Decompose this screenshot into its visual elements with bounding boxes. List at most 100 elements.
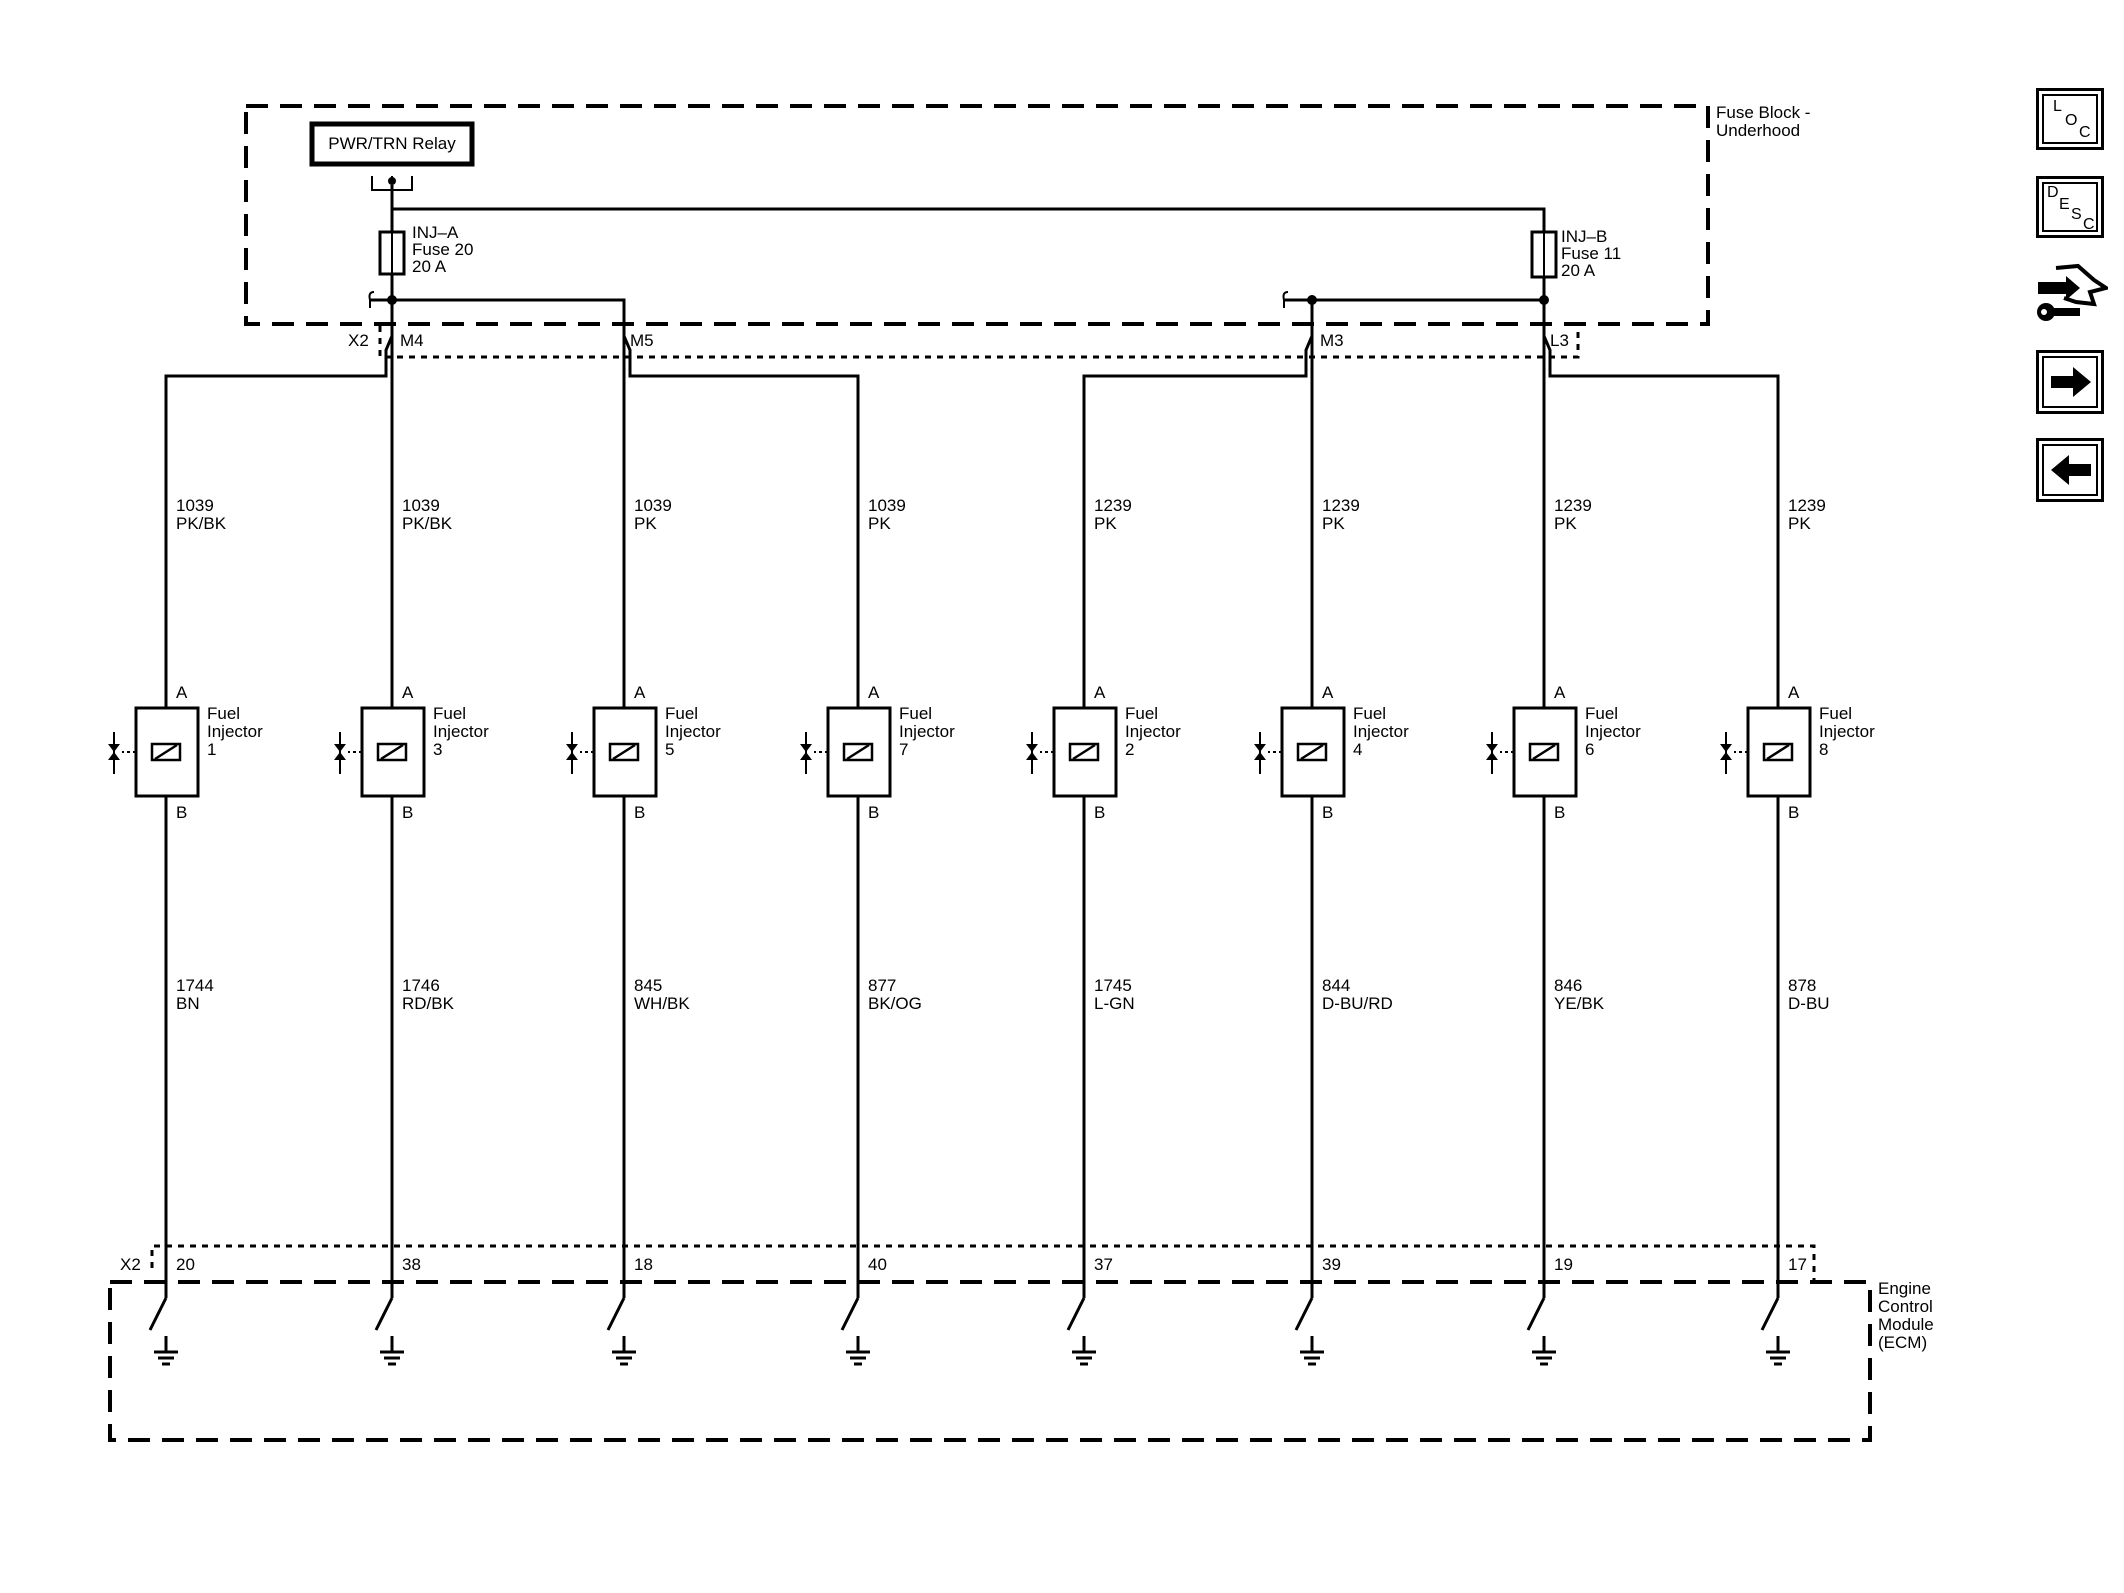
ecm-pin-3: 38 — [402, 1255, 421, 1274]
pin-b-4: B — [1322, 803, 1333, 822]
relay-terminal-dot — [388, 177, 396, 185]
loc-letter-c: C — [2079, 124, 2091, 141]
pin-a-1: A — [176, 683, 188, 702]
injector-8-valve-arrow-up — [1720, 752, 1732, 760]
feed-color-2: PK — [1094, 514, 1117, 533]
control-circuit-4: 844 — [1322, 976, 1350, 995]
arrow-left-icon — [2051, 455, 2091, 485]
terminal-m5: M5 — [630, 331, 654, 350]
control-circuit-8: 878 — [1788, 976, 1816, 995]
previous-button[interactable] — [2036, 438, 2104, 502]
fuse-block-enclosure — [244, 104, 1710, 326]
injector-channels: 1039PK/BKAFuelInjector1B1744BN201039PK/B… — [108, 420, 1875, 1366]
injector-6-valve-arrow-up — [1486, 752, 1498, 760]
fuse-inj-b-rating: 20 A — [1561, 261, 1596, 280]
feed-circuit-5: 1039 — [634, 496, 672, 515]
injector-2-coil-line — [1072, 743, 1096, 761]
desc-letter-s: S — [2071, 206, 2082, 223]
control-color-1: BN — [176, 994, 200, 1013]
feed-color-8: PK — [1788, 514, 1811, 533]
ecm-label-line4: (ECM) — [1878, 1333, 1927, 1352]
injector-5-title-line1: Fuel — [665, 704, 698, 723]
pin-b-3: B — [402, 803, 413, 822]
injector-6-title-line1: Fuel — [1585, 704, 1618, 723]
injector-7-title-line2: Injector — [899, 722, 955, 741]
injector-3-valve-arrow-up — [334, 752, 346, 760]
injector-7-valve-arrow-down — [800, 744, 812, 752]
control-circuit-2: 1745 — [1094, 976, 1132, 995]
fuse-inj-b-number: Fuse 11 — [1561, 244, 1621, 263]
fuse-block-connector-label: X2 — [348, 331, 369, 350]
control-color-3: RD/BK — [402, 994, 455, 1013]
injector-2-title-line1: Fuel — [1125, 704, 1158, 723]
ecm-driver-switch-4 — [1294, 1297, 1314, 1331]
injector-2-number: 2 — [1125, 740, 1134, 759]
inj-a-splice-bus — [370, 298, 626, 336]
injector-1-number: 1 — [207, 740, 216, 759]
fuse-block-label-line2: Underhood — [1716, 121, 1800, 140]
ecm-driver-switch-2 — [1066, 1297, 1086, 1331]
pin-a-4: A — [1322, 683, 1334, 702]
injector-4-title-line1: Fuel — [1353, 704, 1386, 723]
injector-3-coil-line — [380, 743, 404, 761]
feed-circuit-6: 1239 — [1554, 496, 1592, 515]
injector-8-coil-line — [1766, 743, 1790, 761]
ecm-pin-4: 39 — [1322, 1255, 1341, 1274]
injector-7-coil-line — [846, 743, 870, 761]
feed-circuit-7: 1039 — [868, 496, 906, 515]
injector-1-coil-line — [154, 743, 178, 761]
relay-output-bus — [390, 185, 1546, 232]
feed-color-5: PK — [634, 514, 657, 533]
ecm-driver-switch-8 — [1760, 1297, 1780, 1331]
fuse-block-x2-connector — [378, 326, 1580, 359]
injector-7-valve-arrow-up — [800, 752, 812, 760]
injector-1-title-line1: Fuel — [207, 704, 240, 723]
injector-4-number: 4 — [1353, 740, 1362, 759]
injector-5-title-line2: Injector — [665, 722, 721, 741]
injector-8-title-line1: Fuel — [1819, 704, 1852, 723]
connector-service-button[interactable] — [2036, 258, 2108, 332]
control-circuit-1: 1744 — [176, 976, 214, 995]
description-button[interactable]: D E S C — [2036, 176, 2104, 238]
feed-wire-inj7 — [622, 335, 860, 420]
injector-8-title-line2: Injector — [1819, 722, 1875, 741]
injector-6-number: 6 — [1585, 740, 1594, 759]
fuse-block-label-line1: Fuse Block - — [1716, 103, 1810, 122]
injector-4-valve-arrow-up — [1254, 752, 1266, 760]
ecm-pin-8: 17 — [1788, 1255, 1807, 1274]
injector-3-title-line1: Fuel — [433, 704, 466, 723]
static-layer: Fuse Block - Underhood PWR/TRN Relay INJ… — [108, 103, 1934, 1442]
pin-a-2: A — [1094, 683, 1106, 702]
injector-5-coil-line — [612, 743, 636, 761]
ecm-driver-switch-7 — [840, 1297, 860, 1331]
control-color-6: YE/BK — [1554, 994, 1605, 1013]
desc-letter-e: E — [2059, 196, 2070, 213]
terminal-l3: L3 — [1550, 331, 1569, 350]
feed-circuit-8: 1239 — [1788, 496, 1826, 515]
ecm-driver-switch-1 — [148, 1297, 168, 1331]
injector-5-number: 5 — [665, 740, 674, 759]
control-color-4: D-BU/RD — [1322, 994, 1393, 1013]
feed-wire-inj2 — [1082, 300, 1314, 420]
fuse-inj-a-number: Fuse 20 — [412, 240, 473, 259]
injector-2-valve-arrow-up — [1026, 752, 1038, 760]
pin-a-3: A — [402, 683, 414, 702]
feed-circuit-2: 1239 — [1094, 496, 1132, 515]
ecm-label-line1: Engine — [1878, 1279, 1931, 1298]
injector-7-title-line1: Fuel — [899, 704, 932, 723]
next-button[interactable] — [2036, 350, 2104, 414]
injector-4-title-line2: Injector — [1353, 722, 1409, 741]
injector-6-coil-line — [1532, 743, 1556, 761]
pin-a-5: A — [634, 683, 646, 702]
fuse-inj-a-name: INJ–A — [412, 223, 459, 242]
ecm-pin-5: 18 — [634, 1255, 653, 1274]
injector-8-number: 8 — [1819, 740, 1828, 759]
feed-color-4: PK — [1322, 514, 1345, 533]
location-button[interactable]: L O C — [2036, 88, 2104, 150]
ecm-pin-1: 20 — [176, 1255, 195, 1274]
ecm-driver-switch-5 — [606, 1297, 626, 1331]
